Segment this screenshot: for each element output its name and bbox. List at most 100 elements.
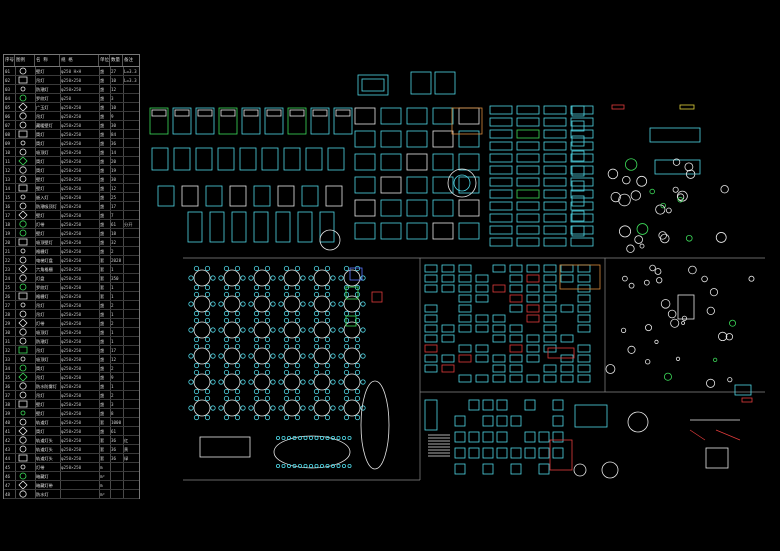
legend-cell-name: 壁灯 <box>36 69 45 74</box>
office-block <box>475 284 489 293</box>
wardrobe-block <box>217 147 235 171</box>
office-block <box>543 364 557 373</box>
plant-block <box>639 243 645 249</box>
office-block <box>509 344 523 353</box>
legend-cell-spec: φ250×250 <box>61 141 82 146</box>
sofa-row-block <box>570 237 594 247</box>
dining-table <box>223 399 241 417</box>
office-block <box>458 284 472 293</box>
sofa-row-block <box>570 189 594 199</box>
legend-cell-no: 05 <box>5 105 11 110</box>
office-block <box>509 264 523 273</box>
dining-chair <box>324 317 331 324</box>
legend-cell-unit: 盏 <box>100 105 105 110</box>
dining-chair <box>275 463 280 468</box>
legend-cell-no: 27 <box>5 303 11 308</box>
dining-chair <box>360 301 366 307</box>
legend-cell-no: 15 <box>5 195 11 200</box>
round-fountain <box>627 411 649 433</box>
dining-chair <box>270 405 276 411</box>
landscape-block <box>663 372 672 381</box>
legend-cell-unit: 盏 <box>100 231 105 236</box>
sofa-row-block <box>570 225 594 235</box>
legend-cell-no: 47 <box>5 483 11 488</box>
sofa-block <box>410 71 432 95</box>
dining-chair <box>338 405 344 411</box>
bathroom-block <box>524 399 536 411</box>
legend-symbol-icon <box>16 193 34 204</box>
office-block <box>441 284 455 293</box>
dining-chair <box>324 310 331 317</box>
legend-cell-name: 壁灯 <box>36 411 45 416</box>
legend-cell-qty: 3 <box>111 96 114 101</box>
legend-cell-unit: 盏 <box>100 249 105 254</box>
legend-cell-unit: 盏 <box>100 132 105 137</box>
legend-symbol-icon <box>16 76 34 87</box>
sofa-set-block <box>354 176 376 194</box>
dining-chair <box>281 435 286 440</box>
dining-chair <box>264 265 271 272</box>
dining-chair <box>283 343 290 350</box>
sofa-row-block <box>570 105 594 115</box>
legend-cell-name: 轨道灯头 <box>36 438 53 443</box>
landscape-block <box>706 306 715 315</box>
legend-cell-qty: 1 <box>111 285 114 290</box>
legend-cell-name: 防水灯 <box>36 492 49 497</box>
dining-chair <box>240 405 246 411</box>
legend-cell-unit: 盏 <box>100 240 105 245</box>
landscape-block <box>729 319 736 327</box>
landscape-block <box>628 282 635 289</box>
sofa-row-block <box>570 141 594 151</box>
bathroom-block <box>482 447 494 459</box>
bathroom-block <box>496 399 508 411</box>
legend-cell-unit: m² <box>100 474 106 479</box>
dining-chair <box>347 435 352 440</box>
dining-chair <box>314 463 319 468</box>
dining-table <box>313 373 331 391</box>
dining-chair <box>210 327 216 333</box>
wardrobe-block <box>239 147 257 171</box>
legend-cell-name: 灯带 <box>36 321 45 326</box>
pillow-block <box>174 109 190 117</box>
legend-cell-unit: 盏 <box>100 123 105 128</box>
sofa-row-block <box>570 201 594 211</box>
legend-cell-no: 29 <box>5 321 11 326</box>
legend-cell-spec: φ250×250 <box>61 240 82 245</box>
legend-cell-spec: φ250×250 <box>61 447 82 452</box>
legend-cell-unit: 盏 <box>100 204 105 209</box>
legend-cell-no: 33 <box>5 357 11 362</box>
dining-chair <box>278 301 284 307</box>
office-block <box>560 274 574 283</box>
office-block <box>492 354 506 363</box>
dining-chair <box>324 395 331 402</box>
bathroom-block <box>482 431 494 443</box>
dining-chair <box>193 388 200 395</box>
dining-chair <box>343 362 350 369</box>
legend-cell-spec: φ250×250 <box>61 105 82 110</box>
dining-chair <box>300 353 306 359</box>
dining-chair <box>324 388 331 395</box>
legend-cell-name: 吊灯 <box>36 303 45 308</box>
dining-chair <box>330 327 336 333</box>
legend-cell-qty: 20 <box>111 159 117 164</box>
dining-chair <box>294 291 301 298</box>
office-block <box>560 374 574 383</box>
landscape-block <box>654 339 659 344</box>
legend-cell-spec: φ250×250 <box>61 231 82 236</box>
dining-chair <box>354 388 361 395</box>
office-block <box>509 284 523 293</box>
sofa-row-block <box>489 129 513 139</box>
dining-chair <box>193 317 200 324</box>
legend-cell-name: 防水防雾灯 <box>36 384 57 389</box>
office-block <box>526 354 540 363</box>
dining-chair <box>204 317 211 324</box>
legend-symbol-icon <box>16 103 34 114</box>
dining-chair <box>218 275 224 281</box>
dining-chair <box>188 275 194 281</box>
legend-cell-unit: m <box>100 465 103 470</box>
